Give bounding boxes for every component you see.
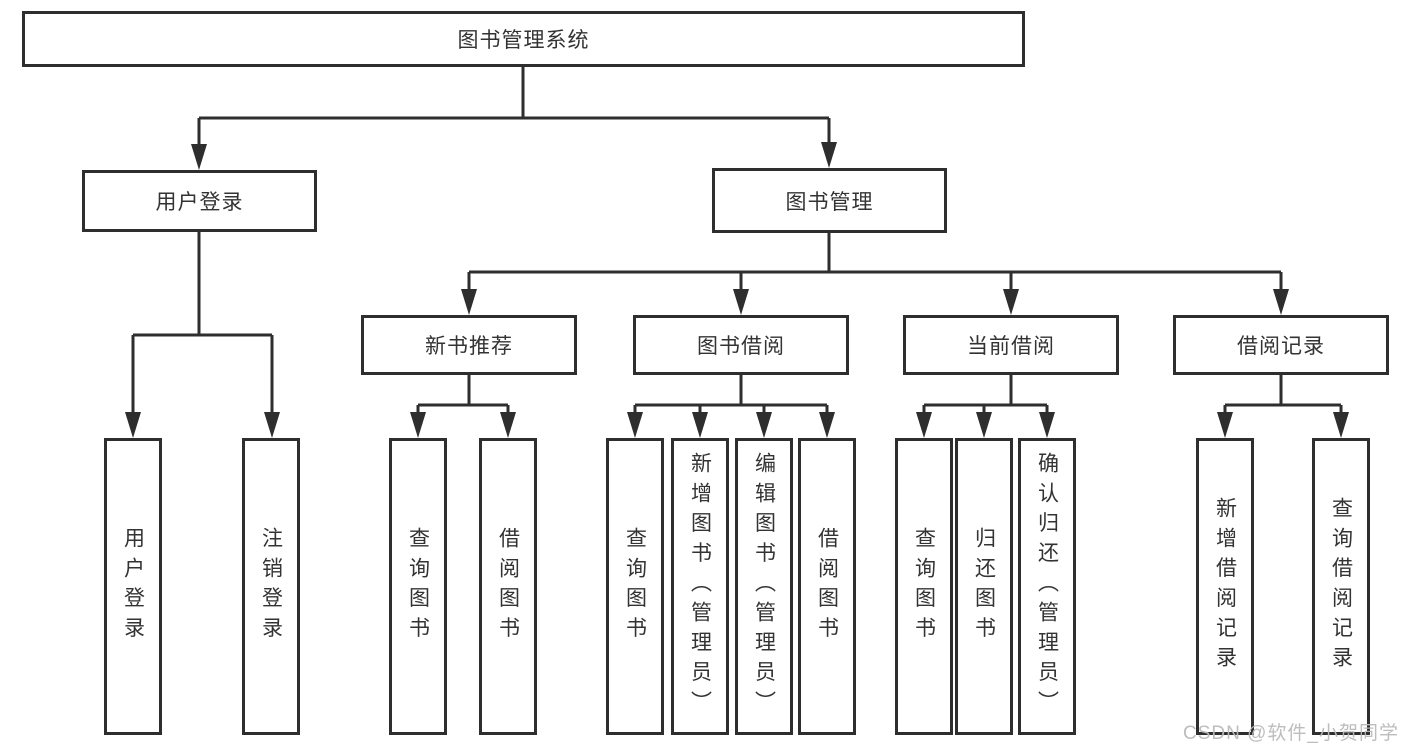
leaf-query-books-recommend-label: 查询图书: [406, 526, 430, 647]
leaf-query-borrow-record: 查询借阅记录: [1312, 438, 1370, 735]
node-book-borrowing: 图书借阅: [633, 315, 849, 375]
leaf-logout-label: 注销登录: [259, 526, 283, 647]
node-user-login-label: 用户登录: [155, 191, 244, 214]
leaf-user-login-label: 用户登录: [121, 526, 145, 647]
node-borrowing-records-label: 借阅记录: [1237, 335, 1325, 358]
leaf-return-book: 归还图书: [955, 438, 1013, 735]
arrowheads: [125, 142, 1349, 438]
leaf-query-books-borrowing: 查询图书: [606, 438, 664, 735]
node-borrowing-records: 借阅记录: [1173, 315, 1389, 375]
leaf-query-books-recommend: 查询图书: [389, 438, 447, 735]
leaf-query-books-current: 查询图书: [895, 438, 953, 735]
leaf-confirm-return-admin-label: 确认归还（管理员）: [1035, 452, 1059, 721]
leaf-query-books-current-label: 查询图书: [912, 526, 936, 647]
node-root-label: 图书管理系统: [457, 29, 590, 52]
leaf-confirm-return-admin: 确认归还（管理员）: [1018, 438, 1076, 735]
leaf-logout: 注销登录: [242, 438, 300, 735]
leaf-borrow-books-borrowing: 借阅图书: [798, 438, 856, 735]
leaf-add-book-admin-label: 新增图书（管理员）: [688, 452, 712, 721]
leaf-edit-book-admin: 编辑图书（管理员）: [735, 438, 793, 735]
node-current-borrowing: 当前借阅: [903, 315, 1119, 375]
leaf-borrow-books-recommend-label: 借阅图书: [496, 526, 520, 647]
leaf-return-book-label: 归还图书: [972, 526, 996, 647]
leaf-borrow-books-recommend: 借阅图书: [479, 438, 537, 735]
leaf-add-borrow-record: 新增借阅记录: [1196, 438, 1254, 735]
node-current-borrowing-label: 当前借阅: [967, 335, 1055, 358]
node-book-management-label: 图书管理: [785, 190, 874, 214]
leaf-edit-book-admin-label: 编辑图书（管理员）: [752, 452, 776, 721]
watermark: CSDN @软件_小贺同学: [1183, 723, 1399, 744]
node-root: 图书管理系统: [22, 11, 1025, 67]
leaf-query-books-borrowing-label: 查询图书: [623, 526, 647, 647]
leaf-user-login: 用户登录: [104, 438, 162, 735]
node-book-management: 图书管理: [712, 168, 947, 233]
leaf-query-borrow-record-label: 查询借阅记录: [1329, 497, 1353, 676]
node-new-book-recommend: 新书推荐: [361, 315, 577, 375]
node-book-borrowing-label: 图书借阅: [697, 335, 785, 358]
leaf-add-borrow-record-label: 新增借阅记录: [1213, 497, 1237, 676]
leaf-add-book-admin: 新增图书（管理员）: [671, 438, 729, 735]
node-user-login: 用户登录: [82, 170, 317, 232]
node-new-book-recommend-label: 新书推荐: [425, 335, 513, 358]
leaf-borrow-books-borrowing-label: 借阅图书: [815, 526, 839, 647]
